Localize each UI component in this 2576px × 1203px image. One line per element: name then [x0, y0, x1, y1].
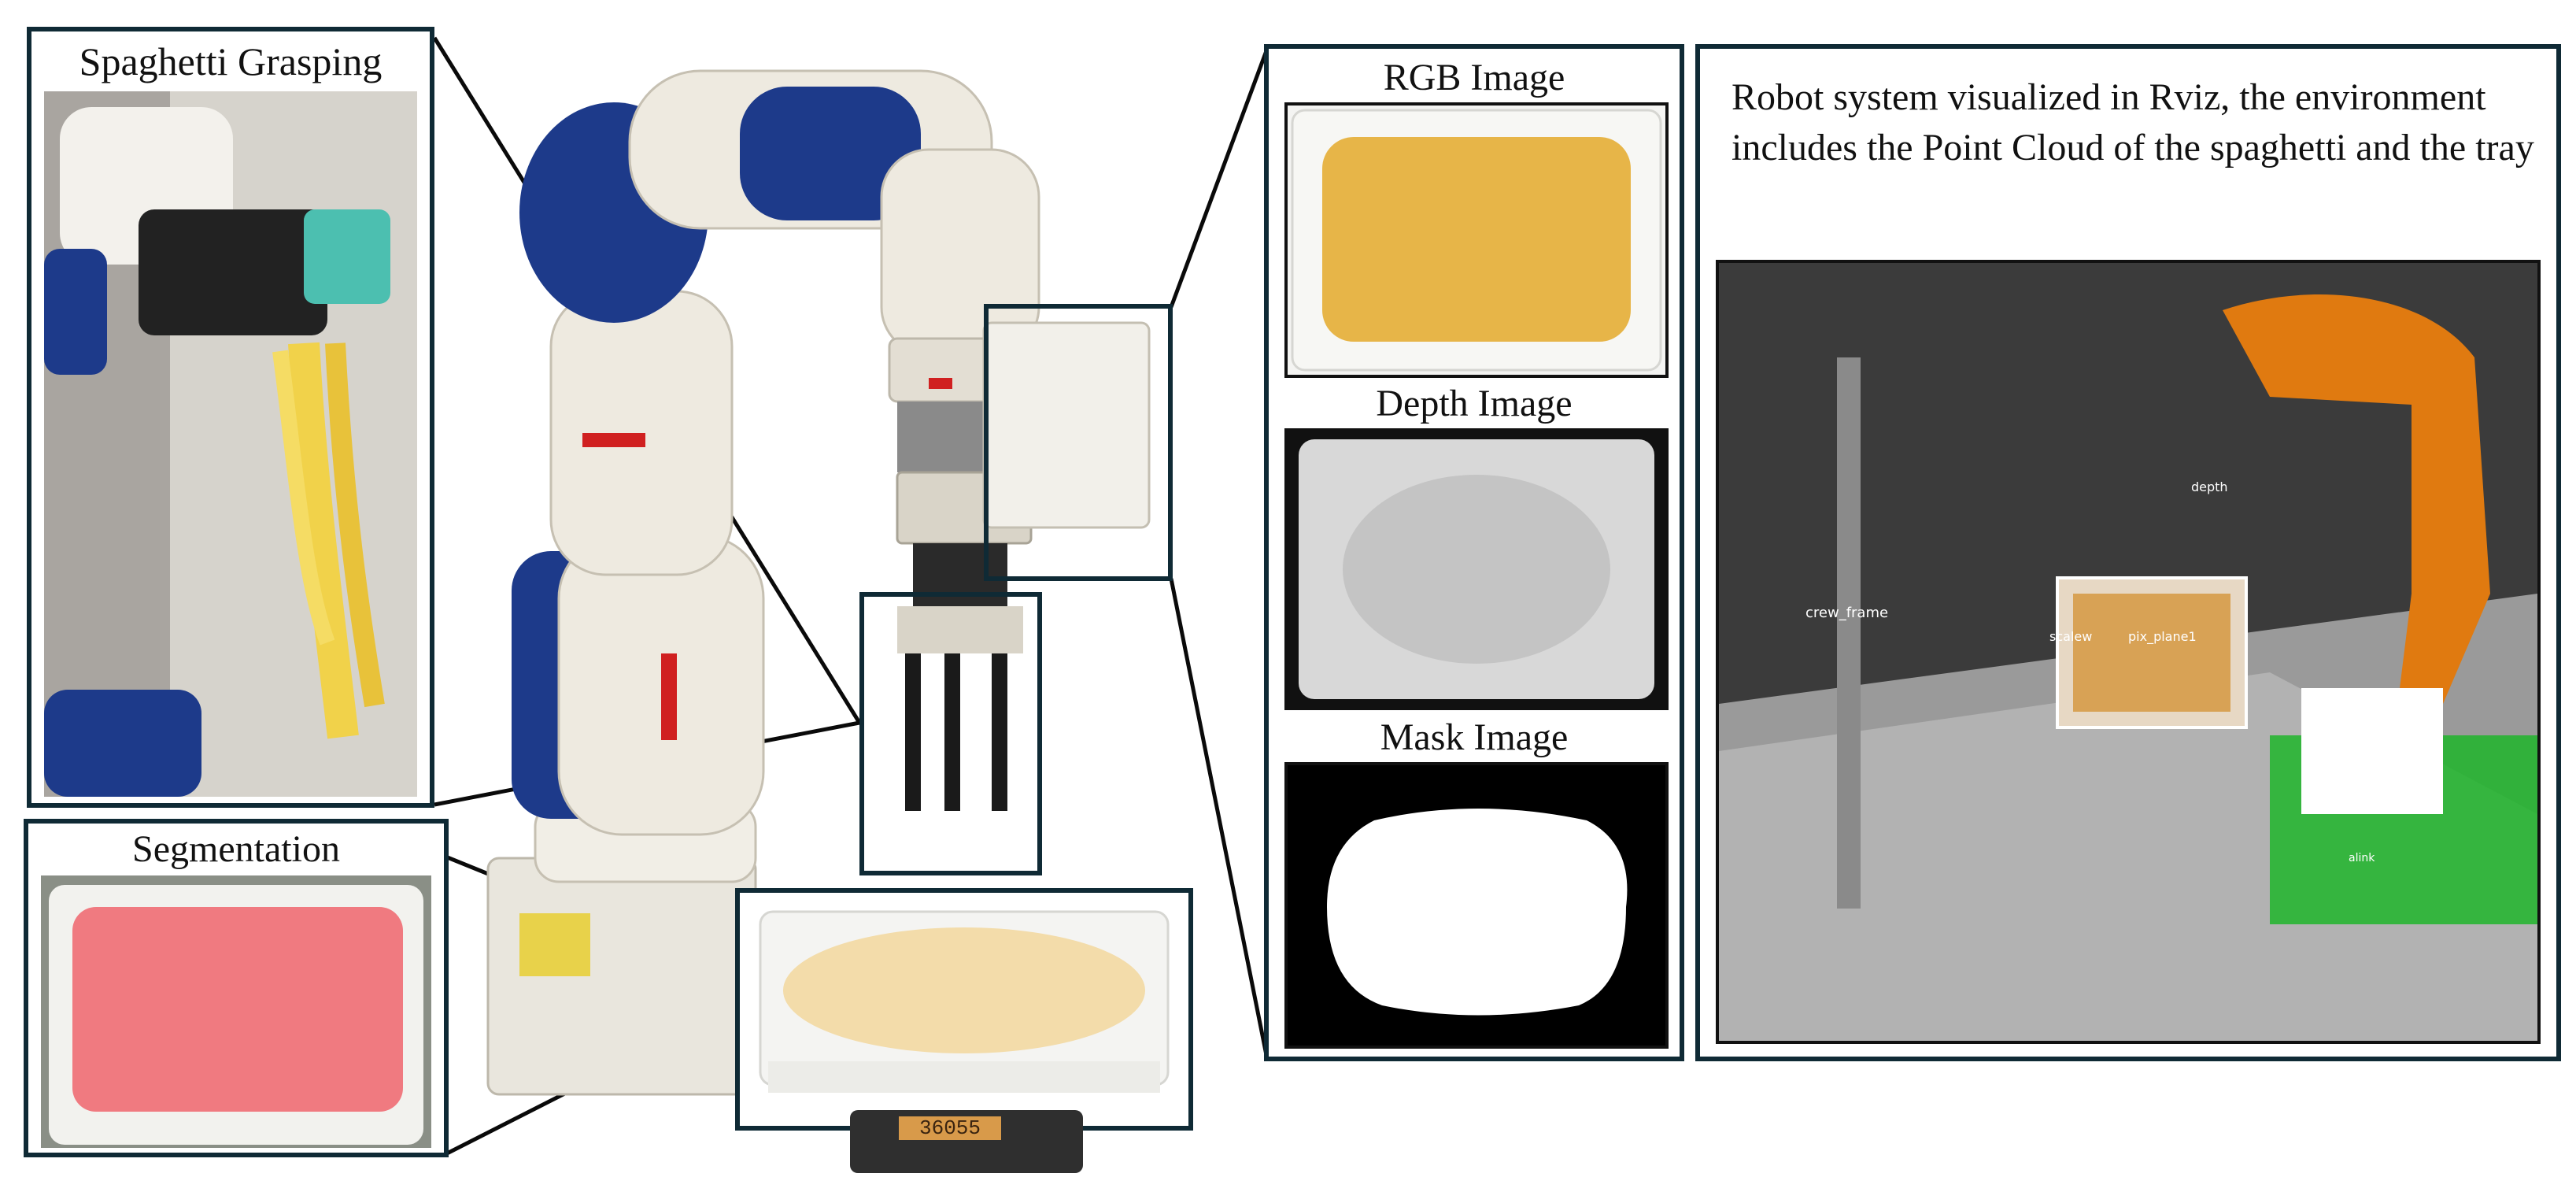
- spaghetti-grasping-title: Spaghetti Grasping: [79, 39, 383, 83]
- rviz-panel: Robot system visualized in Rviz, the env…: [1695, 44, 2561, 1061]
- segmentation-title: Segmentation: [132, 828, 340, 870]
- robot-arm-illustration: [486, 69, 1151, 1096]
- tray-photo: [752, 904, 1176, 1115]
- rviz-label-depth: depth: [2191, 479, 2228, 494]
- spaghetti-grasping-panel: Spaghetti Grasping: [27, 27, 434, 808]
- tray-panel: [735, 888, 1193, 1131]
- warning-label: [519, 913, 590, 976]
- mask-image: [1284, 762, 1669, 1049]
- segmentation-mask: [72, 907, 403, 1112]
- depth-image: [1284, 428, 1669, 710]
- segmentation-panel: Segmentation: [24, 819, 449, 1157]
- rgb-image-title: RGB Image: [1383, 57, 1565, 98]
- rviz-robot-arm: [2223, 294, 2490, 720]
- camera-images-panel: RGB Image Depth Image Mask Image: [1264, 44, 1684, 1061]
- rgb-image: [1284, 102, 1669, 378]
- rviz-caption: Robot system visualized in Rviz, the env…: [1732, 76, 2534, 168]
- scale-readout: 36055: [899, 1116, 1001, 1140]
- rviz-label-pix-plane: pix_plane1: [2128, 629, 2197, 645]
- weighing-scale: 36055: [850, 1110, 1083, 1173]
- robot-joint-elbow: [740, 87, 921, 220]
- mask-image-title: Mask Image: [1380, 716, 1569, 758]
- depth-image-title: Depth Image: [1376, 383, 1573, 424]
- rviz-label-scalew: scalew: [2049, 629, 2092, 644]
- segmentation-photo: [41, 875, 431, 1148]
- spaghetti-grasping-photo: [44, 91, 417, 797]
- rviz-label-crew-frame: crew_frame: [1805, 605, 1888, 621]
- gripper-highlight-box: [859, 592, 1042, 875]
- rviz-label-alink: alink: [2349, 852, 2375, 864]
- camera-highlight-box: [984, 304, 1173, 581]
- rviz-visualization: crew_frame scalew pix_plane1 depth alink: [1716, 260, 2541, 1044]
